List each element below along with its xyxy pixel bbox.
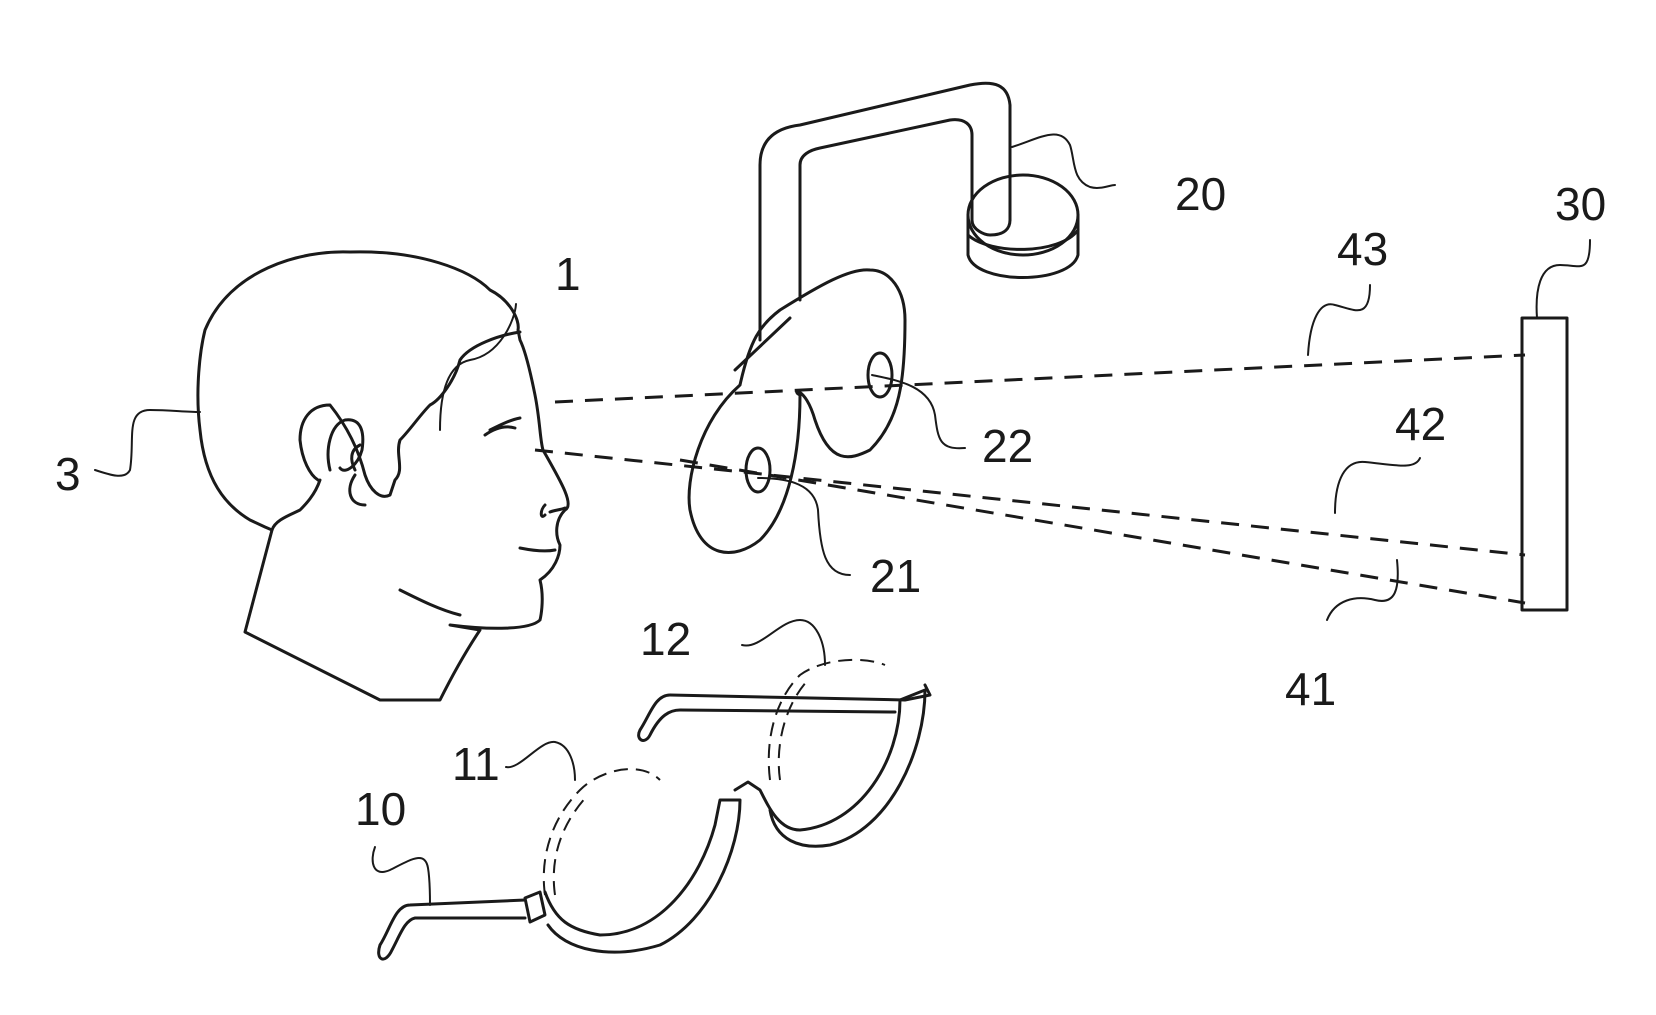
- sight-line-43: [554, 353, 1526, 404]
- device: [687, 81, 1080, 554]
- leader-12: [741, 618, 826, 666]
- label-22: 22: [982, 420, 1033, 472]
- label-12: 12: [640, 613, 691, 665]
- label-1: 1: [555, 248, 581, 300]
- leader-11: [505, 740, 576, 781]
- label-10: 10: [355, 783, 406, 835]
- leader-21: [757, 477, 851, 576]
- left-lens-outline: [542, 768, 661, 896]
- leader-1: [439, 303, 517, 431]
- label-42: 42: [1395, 398, 1446, 450]
- leader-22: [871, 374, 966, 450]
- label-41: 41: [1285, 663, 1336, 715]
- label-20: 20: [1175, 168, 1226, 220]
- spectacles: [377, 658, 932, 961]
- label-3: 3: [55, 448, 81, 500]
- leader-41: [1326, 559, 1399, 621]
- right-lens-outline: [767, 658, 886, 781]
- leader-42: [1334, 457, 1421, 514]
- sight-line-41: [679, 458, 1526, 605]
- leader-10: [371, 846, 431, 906]
- target-screen: [1520, 316, 1569, 612]
- head: [196, 250, 570, 702]
- aperture-right: [866, 351, 894, 399]
- aperture-left: [744, 446, 772, 494]
- label-43: 43: [1337, 223, 1388, 275]
- label-30: 30: [1555, 178, 1606, 230]
- sight-line-42: [534, 448, 1526, 557]
- leader-43: [1307, 284, 1371, 356]
- leader-30: [1535, 239, 1591, 319]
- leader-20: [1011, 133, 1116, 189]
- label-11: 11: [452, 738, 500, 790]
- leader-3: [94, 408, 201, 477]
- label-21: 21: [870, 550, 921, 602]
